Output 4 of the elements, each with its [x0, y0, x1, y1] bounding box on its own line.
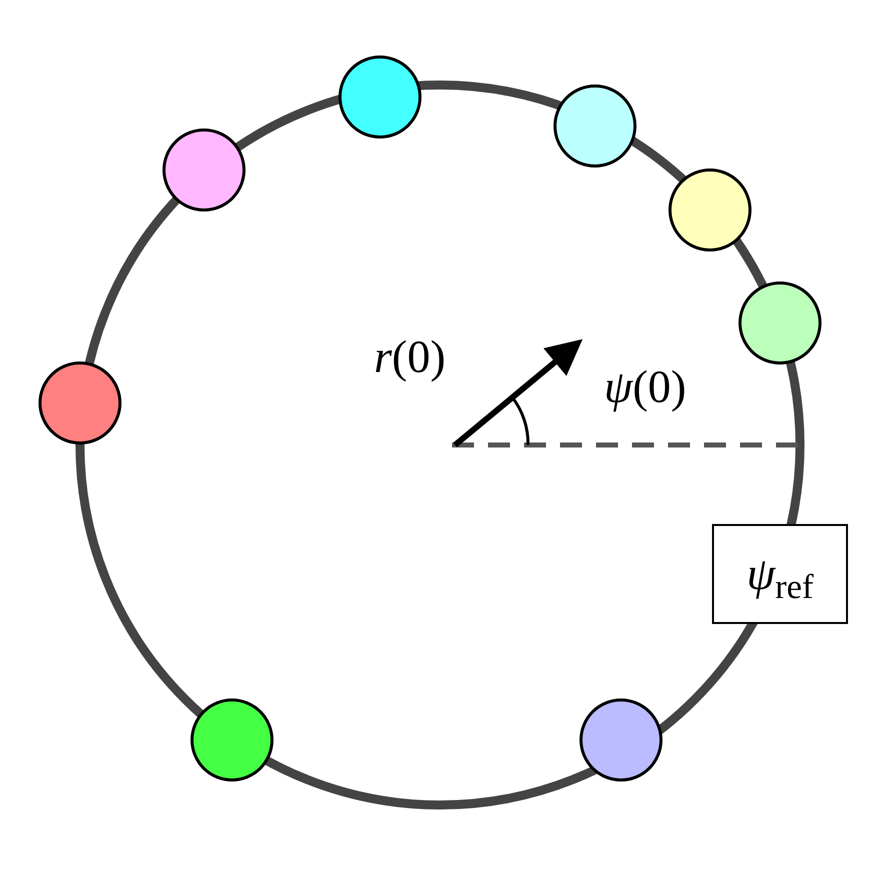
math-label: r(0)	[374, 334, 446, 380]
math-label: ψ(0)	[604, 364, 686, 410]
reference-box	[712, 524, 848, 624]
math-label: ψ$_{ref}$	[746, 551, 814, 597]
